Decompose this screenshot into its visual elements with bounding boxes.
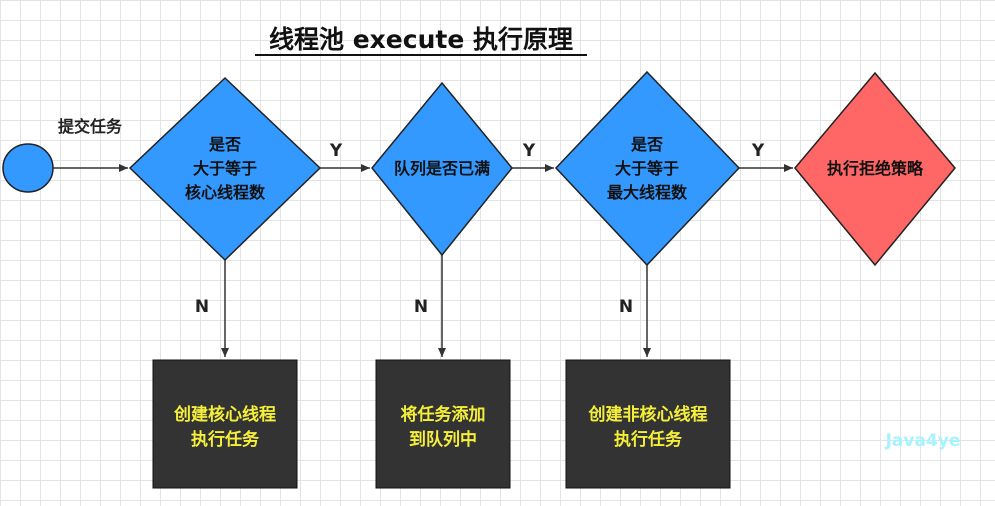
decision-1-line-1: 是否	[208, 135, 241, 154]
yes-label-1: Y	[329, 141, 343, 161]
box-3-line-2: 执行任务	[614, 429, 683, 450]
yes-label-2: Y	[522, 141, 536, 161]
start-label: 提交任务	[58, 117, 123, 136]
yes-label-3: Y	[751, 141, 765, 161]
box-2-line-1: 将任务添加	[401, 404, 486, 425]
box-add-to-queue	[375, 359, 511, 489]
reject-line-1: 执行拒绝策略	[827, 159, 924, 178]
decision-3-line-3: 最大线程数	[607, 183, 688, 202]
box-1-line-2: 执行任务	[191, 429, 260, 450]
no-label-1: N	[195, 297, 209, 317]
box-create-non-core-thread	[565, 359, 731, 489]
box-2-line-2: 到队列中	[409, 429, 477, 450]
decision-core-threads	[128, 76, 322, 262]
decision-3-line-1: 是否	[630, 135, 663, 154]
box-3-line-1: 创建非核心线程	[588, 404, 708, 425]
decision-1-line-2: 大于等于	[193, 159, 257, 178]
decision-queue-full	[371, 81, 513, 257]
box-create-core-thread	[152, 359, 298, 489]
start-node	[2, 143, 54, 193]
no-label-3: N	[619, 297, 633, 317]
no-label-2: N	[414, 297, 428, 317]
decision-2-line-1: 队列是否已满	[394, 159, 490, 178]
reject-policy-node	[794, 71, 956, 267]
decision-1-line-3: 核心线程数	[185, 183, 266, 202]
decision-max-threads	[554, 70, 741, 267]
box-1-line-1: 创建核心线程	[173, 404, 276, 425]
decision-3-line-2: 大于等于	[615, 159, 679, 178]
watermark: Java4ye	[885, 431, 961, 451]
page-title: 线程池 execute 执行原理	[269, 25, 573, 54]
